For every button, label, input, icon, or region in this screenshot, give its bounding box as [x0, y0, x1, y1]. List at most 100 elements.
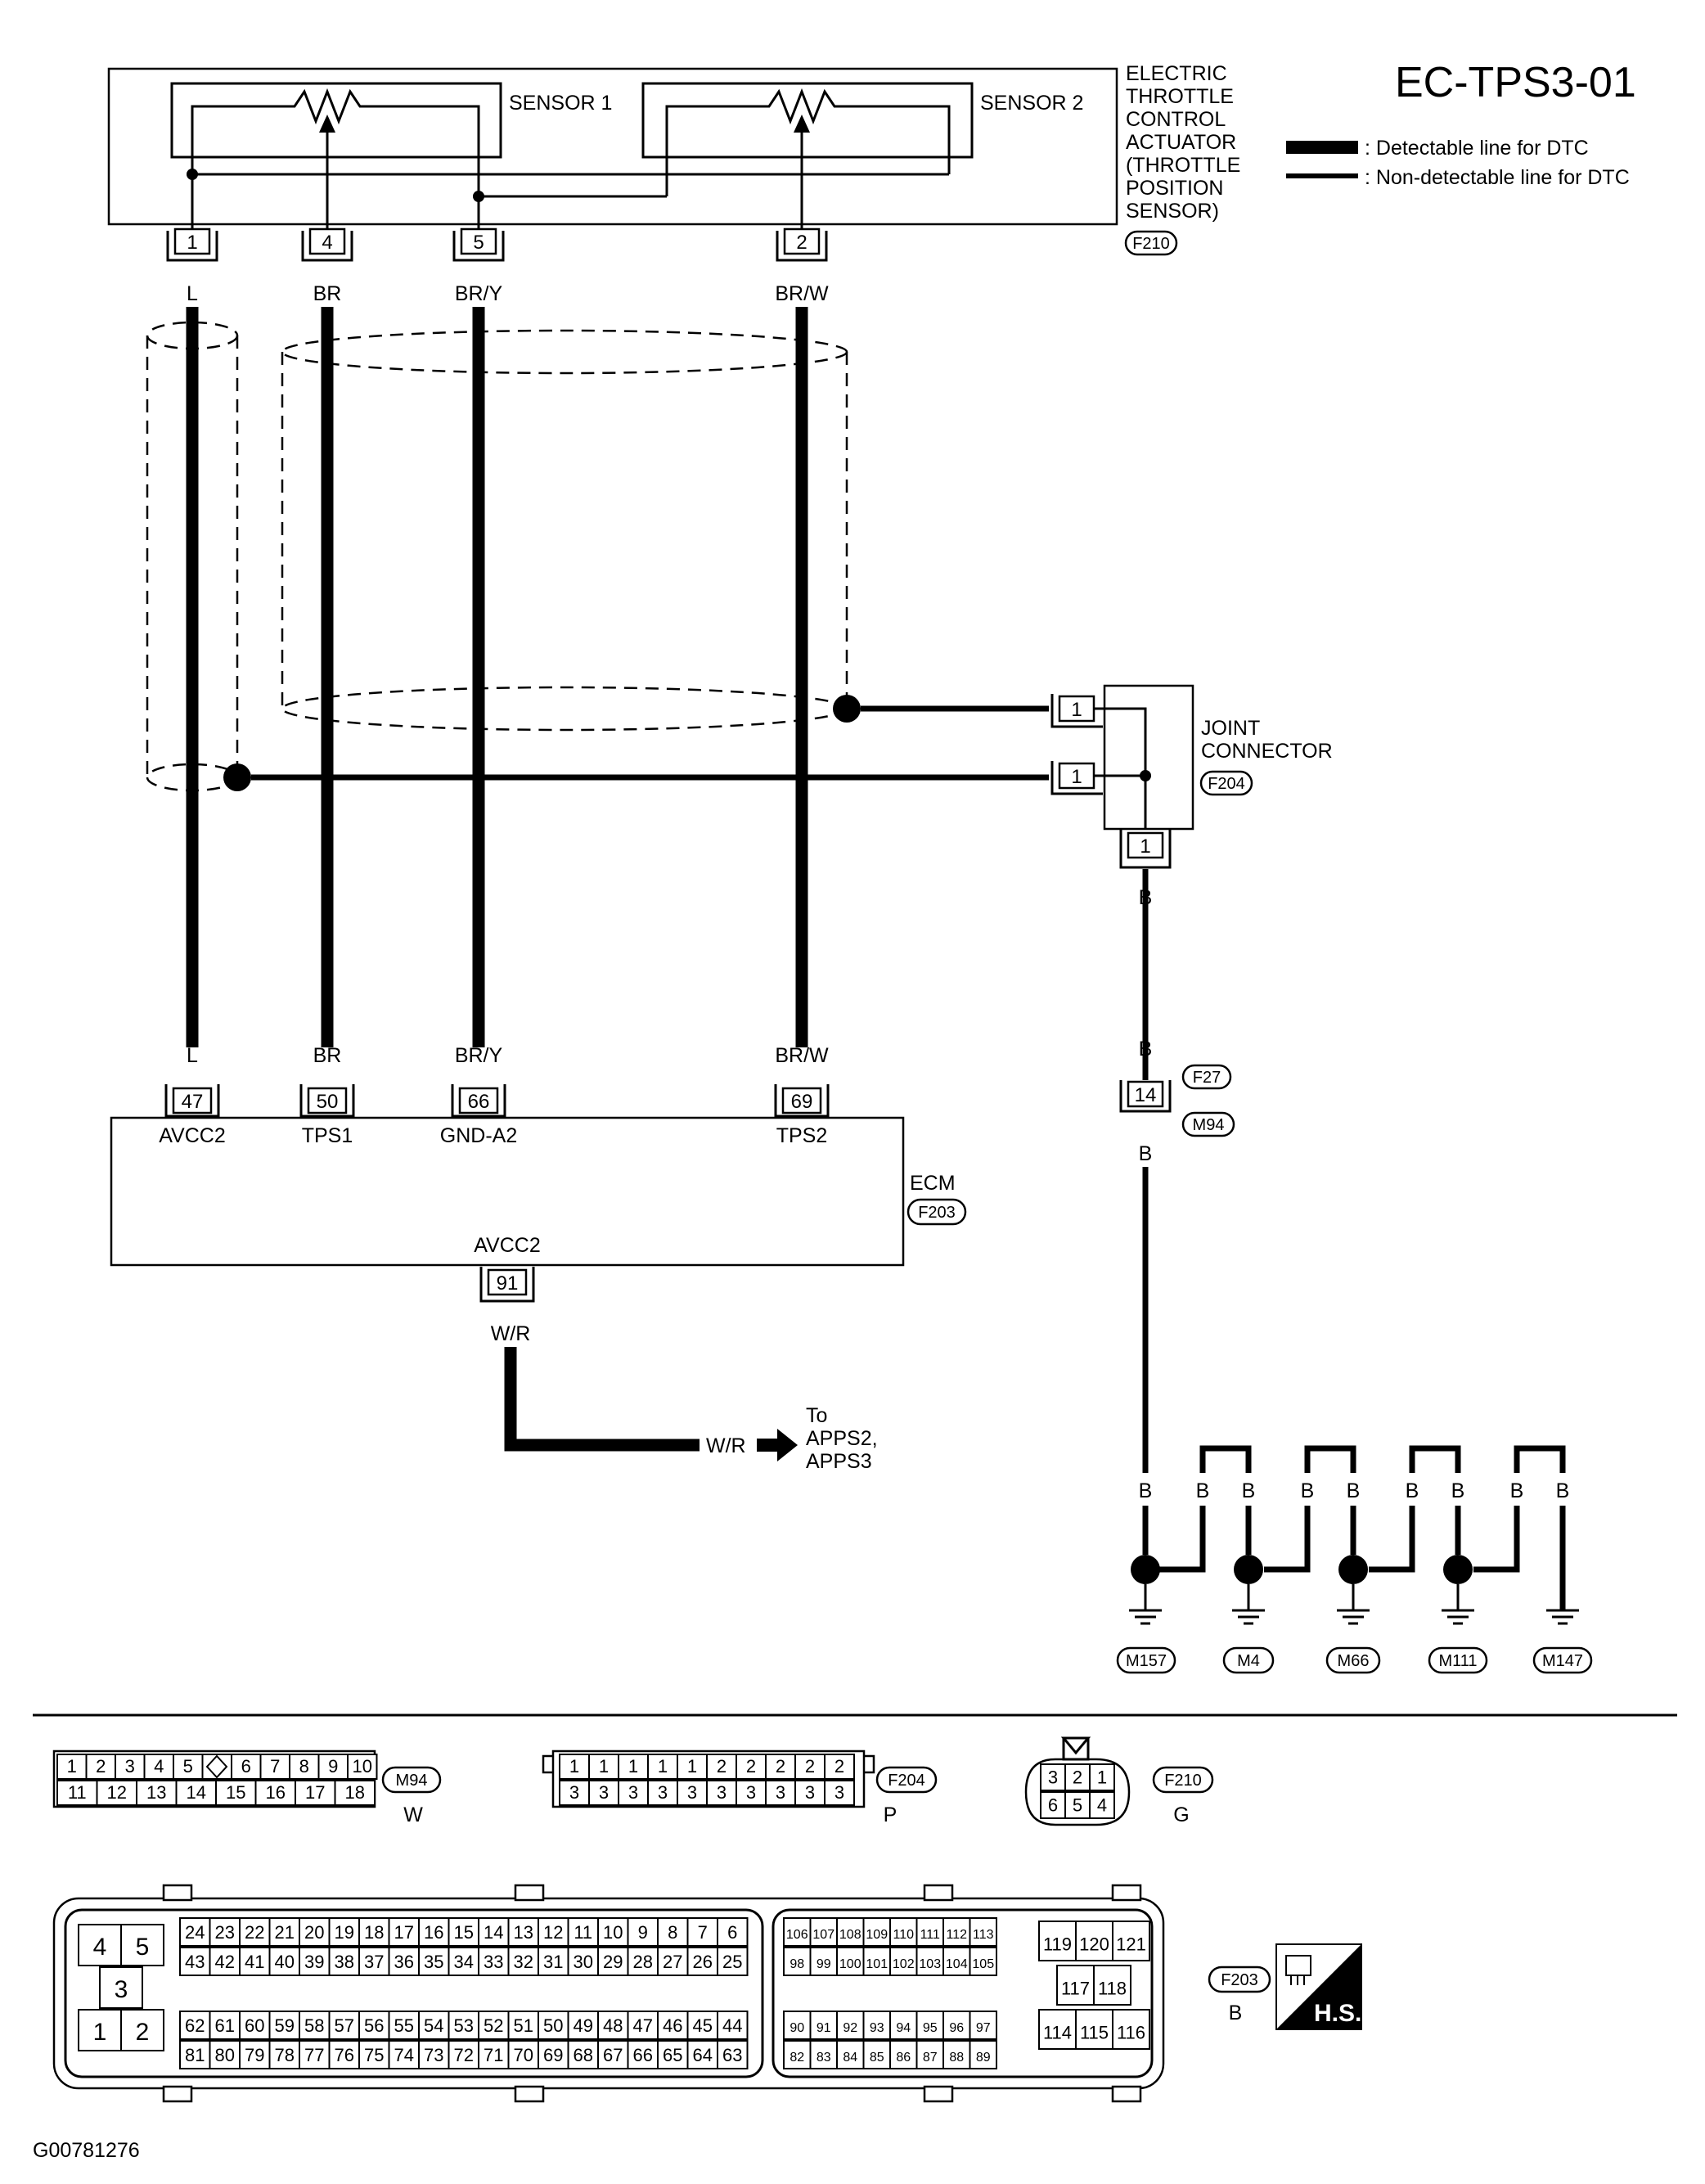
hs-badge-icon: H.S.: [1275, 1943, 1362, 2030]
pin-label: 13: [514, 1922, 533, 1943]
pin-label: 3: [717, 1782, 727, 1803]
pin-cell: [717, 2040, 749, 2069]
f203-tag: F203: [918, 1204, 956, 1222]
pin-number: 1: [1071, 699, 1082, 721]
pin-label: 101: [866, 1957, 888, 1971]
pin-cell: [706, 1780, 737, 1806]
f27-tag: F27: [1193, 1069, 1221, 1087]
pin-cell: [1040, 1791, 1066, 1819]
actuator-box: [107, 67, 1118, 226]
actuator-label-line: (THROTTLE: [1126, 154, 1240, 177]
ecm-pin-name: TPS2: [776, 1124, 828, 1147]
pin-label: 63: [722, 2045, 742, 2065]
pin-cell: [96, 1780, 137, 1806]
ecm: 47 50 66 69 AVCC2 TPS1 GND-A2 TPS2 ECM F…: [110, 1084, 967, 1303]
pin-label: 3: [776, 1782, 785, 1803]
pin-cell: [347, 1754, 378, 1780]
m94-view-color: W: [403, 1803, 423, 1826]
throttle-actuator: SENSOR 1 SENSOR 2 ELECTRIC THROTTLE CONT…: [107, 62, 1240, 256]
pin-cell: [836, 1947, 865, 1976]
pin-label: 41: [245, 1952, 264, 1972]
pin-label: 114: [1043, 2023, 1072, 2043]
pin-cell: [328, 2040, 360, 2069]
pin-label: 112: [946, 1928, 967, 1942]
pin-cell: [478, 2011, 510, 2040]
pin-number: 14: [1135, 1084, 1157, 1106]
pin-label: 29: [603, 1952, 623, 1972]
pin-cell: [478, 2040, 510, 2069]
pin-label: 5: [136, 1934, 150, 1961]
pin-cell: [686, 1947, 718, 1976]
pin-cell: [448, 1917, 479, 1947]
actuator-label-line: POSITION: [1126, 177, 1223, 200]
pin-cell: [388, 1917, 420, 1947]
pin-label: 3: [805, 1782, 815, 1803]
pin-label: 33: [484, 1952, 503, 1972]
pin-label: 2: [776, 1756, 785, 1776]
pin-label: 60: [245, 2015, 264, 2036]
pin-label: 2: [717, 1756, 727, 1776]
actuator-label-line: SENSOR): [1126, 200, 1219, 223]
pin-label: 64: [693, 2045, 713, 2065]
pin-cell: [597, 2040, 629, 2069]
pin-cell: [448, 1947, 479, 1976]
pin-number: 47: [182, 1091, 204, 1113]
ecm-box: [110, 1116, 905, 1267]
pin-label: 6: [241, 1756, 251, 1776]
pin-label: 17: [305, 1782, 325, 1803]
pin-label: 83: [817, 2051, 831, 2065]
pin-label: 96: [949, 2021, 964, 2035]
pin-cell: [686, 2040, 718, 2069]
pin-cell: [78, 2009, 122, 2051]
ecm-pin-name: GND-A2: [440, 1124, 517, 1147]
ground-wire-color: B: [1451, 1479, 1465, 1502]
pin-label: 111: [920, 1928, 940, 1942]
wire-color-bottom-br: BR: [313, 1044, 342, 1067]
pin-cell: [85, 1754, 116, 1780]
figure-id: G00781276: [33, 2139, 140, 2162]
pin-label: 2: [805, 1756, 815, 1776]
pin-cell: [824, 1754, 855, 1780]
pin-label: 73: [424, 2045, 443, 2065]
pin-cell: [78, 1924, 122, 1966]
pin-cell: [862, 2040, 891, 2069]
pin-label: 75: [364, 2045, 384, 2065]
pin-label: 2: [1073, 1767, 1082, 1788]
pin-label: 90: [790, 2021, 804, 2035]
pin-cell: [418, 1947, 450, 1976]
ecm-pin-50: 50: [299, 1084, 355, 1118]
pin-label: 28: [633, 1952, 653, 1972]
pin-label: 27: [663, 1952, 682, 1972]
pin-label: 95: [923, 2021, 938, 2035]
pin-cell: [765, 1780, 796, 1806]
pin-cell: [942, 1947, 971, 1976]
pin-label: 15: [454, 1922, 474, 1943]
pin-label: 43: [185, 1952, 205, 1972]
pin-label: 11: [68, 1782, 87, 1803]
pin-label: 18: [345, 1782, 365, 1803]
sensor2-label: SENSOR 2: [980, 92, 1083, 115]
ground-wire-color: B: [1301, 1479, 1315, 1502]
to-label-line: To: [806, 1404, 827, 1427]
pin-label: 84: [843, 2051, 857, 2065]
pin-label: 24: [185, 1922, 205, 1943]
f210-view-tag: F210: [1164, 1772, 1202, 1790]
sensor2-wiper-arrow: [794, 115, 810, 133]
pin-label: 104: [946, 1957, 968, 1971]
pin-cell: [717, 1947, 749, 1976]
ground-tag-m147: M147: [1542, 1652, 1583, 1670]
pin-number: 4: [322, 232, 332, 254]
pin-number: 69: [791, 1091, 813, 1113]
pin-cell: [794, 1780, 826, 1806]
pin-2: 2: [776, 227, 828, 262]
pin-cell: [559, 1780, 590, 1806]
ground-wire-color: B: [1242, 1479, 1256, 1502]
pin-cell: [120, 2009, 164, 2051]
relay-connector-14: 14 F27 M94: [1119, 1064, 1235, 1137]
pin-label: 5: [1073, 1795, 1082, 1816]
ecm-pin-69: 69: [774, 1084, 830, 1118]
pin-cell: [507, 1947, 539, 1976]
pin-label: 16: [424, 1922, 443, 1943]
